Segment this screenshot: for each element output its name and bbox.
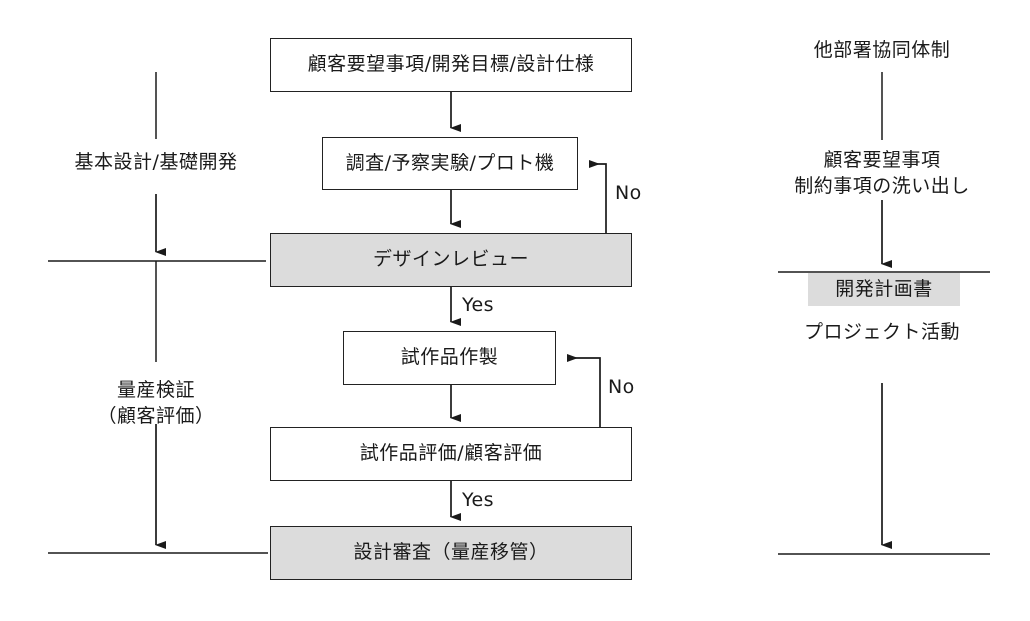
node-design-review[interactable]: デザインレビュー <box>270 233 632 287</box>
node-design-audit[interactable]: 設計審査（量産移管） <box>270 526 632 580</box>
node-prototype-build-label: 試作品作製 <box>400 346 499 369</box>
edge-label-no-1: No <box>615 182 642 204</box>
label-mass-verification: 量産検証 （顧客評価） <box>97 379 215 427</box>
node-prototype-build[interactable]: 試作品作製 <box>343 331 556 385</box>
node-prototype-eval-label: 試作品評価/顧客評価 <box>359 442 543 465</box>
edge-label-yes-1: Yes <box>462 294 494 316</box>
label-cross-dept: 他部署協同体制 <box>813 39 951 61</box>
node-survey[interactable]: 調査/予察実験/プロト機 <box>322 137 578 190</box>
node-requirements-label: 顧客要望事項/開発目標/設計仕様 <box>307 53 595 76</box>
node-design-audit-label: 設計審査（量産移管） <box>353 541 549 564</box>
node-prototype-eval[interactable]: 試作品評価/顧客評価 <box>270 427 632 481</box>
node-design-review-label: デザインレビュー <box>372 248 529 271</box>
node-survey-label: 調査/予察実験/プロト機 <box>345 151 555 174</box>
label-dev-plan: 開発計画書 <box>808 273 960 306</box>
node-requirements[interactable]: 顧客要望事項/開発目標/設計仕様 <box>270 38 632 92</box>
edge-label-yes-2: Yes <box>462 489 494 511</box>
edge-no-loop-prototype-eval <box>567 354 601 427</box>
label-requirement-extraction: 顧客要望事項 制約事項の洗い出し <box>794 149 970 197</box>
label-basic-design: 基本設計/基礎開発 <box>74 151 238 173</box>
edge-label-no-2: No <box>608 376 635 398</box>
label-project-activity: プロジェクト活動 <box>803 321 960 343</box>
label-dev-plan-text: 開発計画書 <box>835 277 933 300</box>
edge-no-loop-design-review <box>589 160 607 233</box>
